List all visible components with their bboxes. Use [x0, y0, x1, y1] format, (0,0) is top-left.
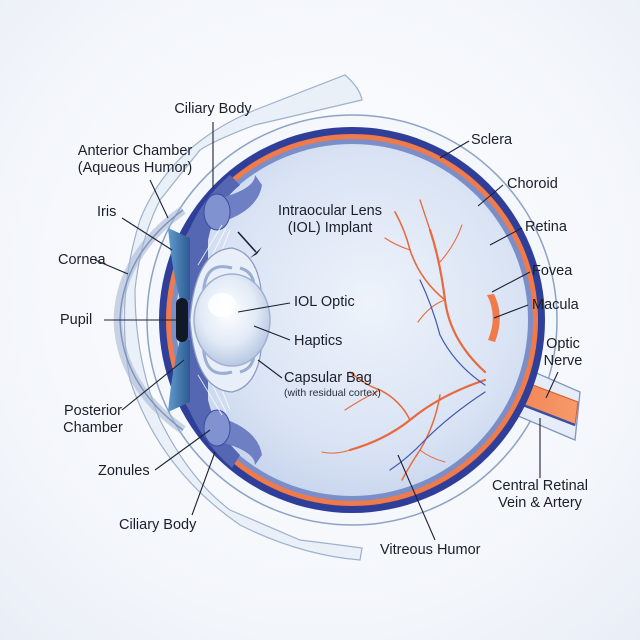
label-central-retinal-line2: Vein & Artery: [498, 495, 582, 512]
label-pupil: Pupil: [60, 312, 93, 328]
label-anterior-chamber-line1: Anterior Chamber: [77, 143, 193, 159]
label-iol-line1: Intraocular Lens: [278, 203, 382, 219]
label-capsular-bag-title: Capsular Bag: [284, 370, 372, 386]
label-zonules: Zonules: [98, 463, 150, 479]
iol-optic-shape: [193, 273, 271, 367]
label-central-retinal-line1: Central Retinal: [492, 478, 588, 494]
label-haptics: Haptics: [294, 333, 343, 349]
anterior-segment: [185, 175, 262, 468]
label-vitreous-humor: Vitreous Humor: [380, 542, 481, 558]
label-macula: Macula: [532, 297, 579, 313]
label-posterior-chamber-line1: Posterior: [63, 403, 123, 419]
label-ciliary-body-top: Ciliary Body: [174, 101, 252, 117]
label-iris: Iris: [97, 204, 117, 220]
label-iol-implant: Intraocular Lens (IOL) Implant: [255, 203, 405, 238]
label-capsular-bag: Capsular Bag (with residual cortex): [284, 370, 381, 400]
retinal-vessels: [321, 199, 487, 481]
label-iol-optic: IOL Optic: [294, 294, 355, 310]
label-posterior-chamber-line2: Chamber: [63, 420, 123, 437]
fovea-shape: [487, 294, 500, 342]
vitreous-body: [176, 144, 528, 496]
iris-shape: [168, 228, 190, 412]
label-cornea: Cornea: [58, 252, 106, 268]
label-fovea: Fovea: [532, 263, 573, 279]
label-central-retinal: Central Retinal Vein & Artery: [480, 478, 600, 513]
label-retina: Retina: [525, 219, 567, 235]
label-optic-nerve-line1: Optic: [546, 336, 580, 352]
label-anterior-chamber: Anterior Chamber (Aqueous Humor): [50, 143, 220, 178]
label-posterior-chamber: Posterior Chamber: [48, 403, 138, 438]
label-optic-nerve-line2: Nerve: [543, 353, 583, 370]
label-capsular-bag-sub: (with residual cortex): [284, 387, 381, 400]
label-anterior-chamber-line2: (Aqueous Humor): [77, 160, 193, 177]
label-iol-line2: (IOL) Implant: [287, 220, 373, 237]
label-choroid: Choroid: [507, 176, 558, 192]
label-optic-nerve: Optic Nerve: [528, 336, 598, 371]
leader-lines: [94, 122, 559, 541]
label-sclera: Sclera: [471, 132, 513, 148]
label-ciliary-body-bottom: Ciliary Body: [119, 517, 197, 533]
